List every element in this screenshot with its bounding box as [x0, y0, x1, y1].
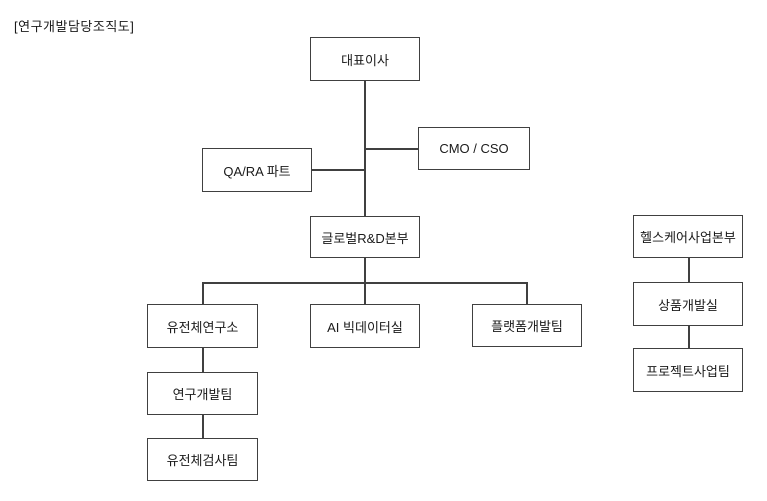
org-node-product-dev: 상품개발실	[633, 282, 743, 326]
org-node-genome-institute: 유전체연구소	[147, 304, 258, 348]
connector-product-to-project	[688, 326, 690, 348]
connector-healthcare-to-product	[688, 258, 690, 282]
connector-rndteam-to-testing	[202, 414, 204, 438]
org-node-genome-testing: 유전체검사팀	[147, 438, 258, 481]
connector-genome-to-rndteam	[202, 348, 204, 372]
chart-title: [연구개발담당조직도]	[14, 19, 135, 34]
connector-drop-genome	[202, 282, 204, 304]
org-node-healthcare: 헬스케어사업본부	[633, 215, 743, 258]
connector-drop-platform	[526, 282, 528, 304]
org-node-global-rnd: 글로벌R&D본부	[310, 216, 420, 258]
org-node-project-business: 프로젝트사업팀	[633, 348, 743, 392]
org-node-ai-bigdata: AI 빅데이터실	[310, 304, 420, 348]
connector-spine-to-cmo	[364, 148, 418, 150]
org-node-rnd-team: 연구개발팀	[147, 372, 258, 415]
connector-qa-to-spine	[312, 169, 365, 171]
connector-globalrnd-down	[364, 258, 366, 282]
org-node-cmo-cso: CMO / CSO	[418, 127, 530, 170]
org-node-qa-ra: QA/RA 파트	[202, 148, 312, 192]
org-node-ceo: 대표이사	[310, 37, 420, 81]
connector-drop-aibigdata	[364, 282, 366, 304]
org-node-platform-dev: 플랫폼개발팀	[472, 304, 582, 347]
